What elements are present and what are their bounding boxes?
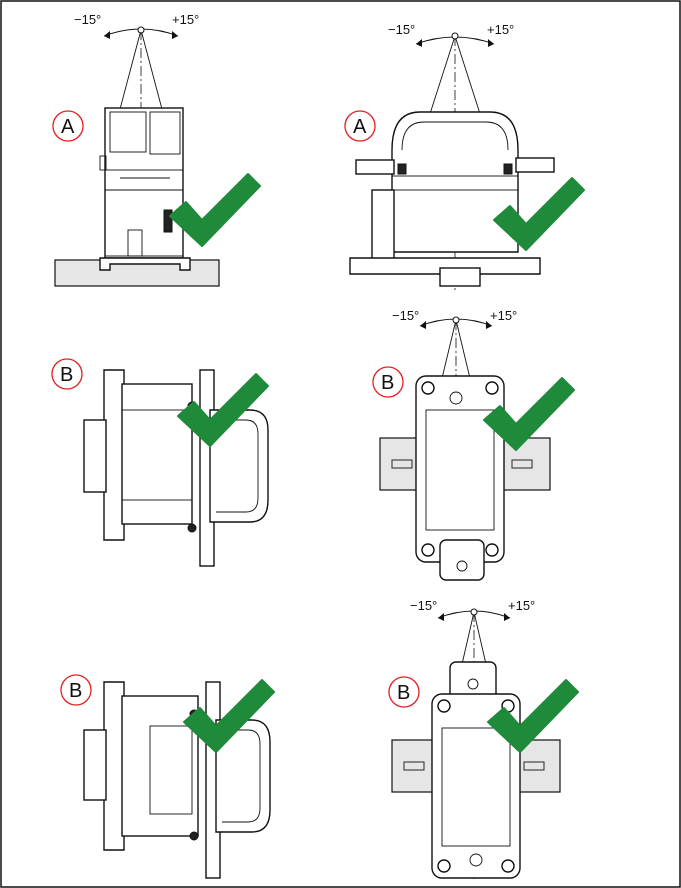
callout-a: A	[344, 110, 376, 142]
angle-minus-label: −15°	[388, 22, 415, 37]
panel-b-side: B	[51, 358, 269, 567]
callout-b: B	[60, 674, 92, 706]
device-side-view	[83, 369, 269, 567]
device-front-view	[349, 111, 555, 287]
panel-a-front-on-rail: −15° +15° A	[52, 12, 261, 287]
callout-b: B	[372, 366, 404, 398]
angle-minus-label: −15°	[74, 12, 101, 27]
angle-plus-label: +15°	[172, 12, 199, 27]
device-side-view	[83, 681, 271, 879]
angle-minus-label: −15°	[410, 598, 437, 613]
panel-b-rear-on-rail-inverted: −15° +15° B	[388, 598, 579, 880]
svg-text:B: B	[60, 364, 73, 386]
callout-b: B	[388, 676, 420, 708]
angle-plus-label: +15°	[490, 308, 517, 323]
callout-b: B	[51, 358, 83, 390]
tilt-angle-indicator: −15° +15°	[392, 308, 517, 560]
angle-minus-label: −15°	[392, 308, 419, 323]
device-rear-view	[415, 375, 505, 581]
svg-text:B: B	[69, 680, 82, 702]
svg-text:A: A	[353, 116, 367, 138]
svg-text:B: B	[397, 682, 410, 704]
svg-text:A: A	[61, 116, 75, 138]
angle-plus-label: +15°	[487, 22, 514, 37]
device-rear-view	[431, 661, 521, 879]
callout-a: A	[52, 110, 84, 142]
device-front-view	[99, 107, 184, 259]
din-rail	[54, 257, 220, 287]
panel-b-side: B	[60, 674, 275, 879]
svg-text:B: B	[381, 372, 394, 394]
panel-a-front-wide: −15° +15° A	[344, 22, 585, 290]
angle-plus-label: +15°	[508, 598, 535, 613]
panel-b-rear-on-rail: −15° +15° B	[372, 308, 575, 581]
